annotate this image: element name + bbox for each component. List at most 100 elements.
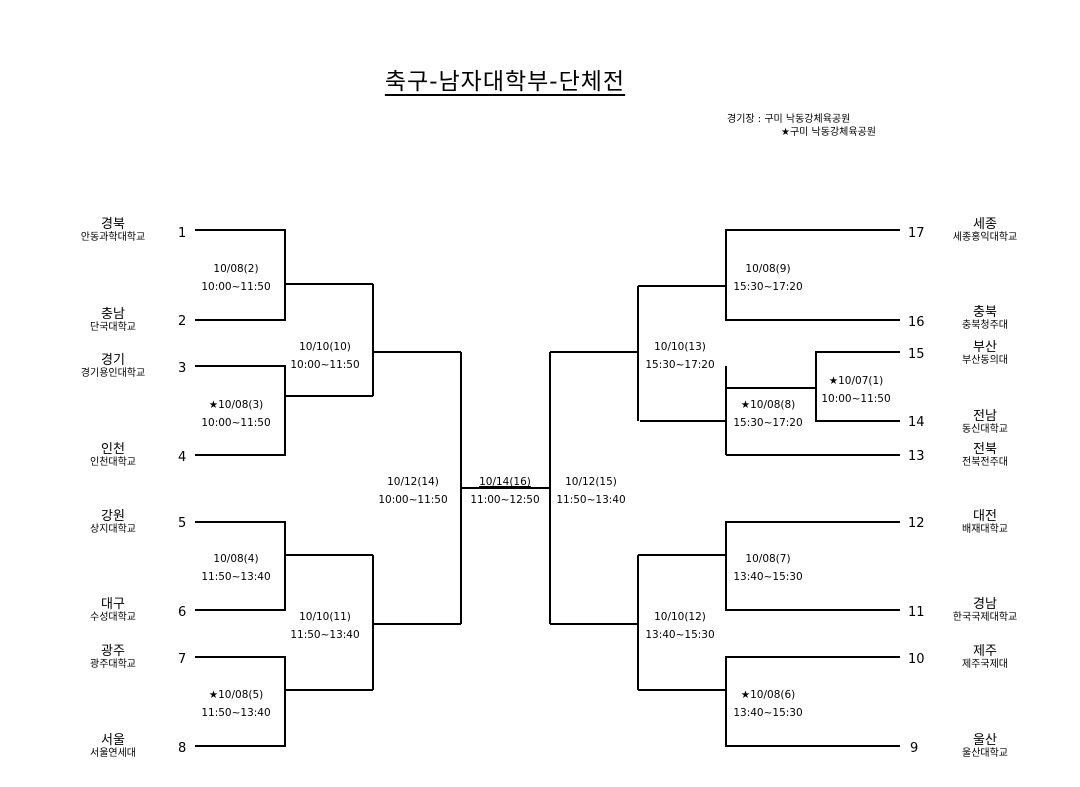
match-label-1: ★10/07(1) 10:00~11:50 — [806, 372, 906, 408]
bracket-m3 — [195, 365, 373, 456]
match-date: 10/12(15) — [565, 476, 617, 488]
bracket-m11 — [372, 555, 461, 690]
match-time: 10:00~11:50 — [290, 359, 360, 371]
team-school: 부산동의대 — [962, 355, 1008, 366]
seed-number: 15 — [908, 347, 925, 362]
team-school: 세종홍익대학교 — [952, 232, 1018, 243]
match-label-7: 10/08(7) 13:40~15:30 — [718, 550, 818, 586]
match-time: 10:00~11:50 — [201, 281, 271, 293]
match-date: 10/10(12) — [654, 611, 706, 623]
match-label-2: 10/08(2) 10:00~11:50 — [186, 260, 286, 296]
team-region: 전북 — [973, 442, 997, 457]
team-left-7: 광주 광주대학교 — [58, 645, 168, 671]
seed-number: 12 — [908, 516, 925, 531]
match-time: 11:50~13:40 — [201, 571, 271, 583]
seed-number: 14 — [908, 415, 925, 430]
team-region: 제주 — [973, 644, 997, 659]
team-region: 대구 — [101, 597, 125, 612]
venue-line-2: ★구미 낙동강체육공원 — [781, 127, 876, 138]
match-label-16: 10/14(16) 11:00~12:50 — [455, 473, 555, 509]
match-time: 15:30~17:20 — [733, 417, 803, 429]
match-label-6: ★10/08(6) 13:40~15:30 — [718, 686, 818, 722]
team-right-13: 전북 전북전주대 — [930, 443, 1040, 469]
match-label-5: ★10/08(5) 11:50~13:40 — [186, 686, 286, 722]
match-label-4: 10/08(4) 11:50~13:40 — [186, 550, 286, 586]
team-school: 광주대학교 — [90, 659, 136, 670]
bracket-m8 — [640, 366, 900, 456]
seed-number: 10 — [908, 652, 925, 667]
match-label-11: 10/10(11) 11:50~13:40 — [275, 608, 375, 644]
seed-number: 2 — [178, 314, 187, 329]
match-label-8: ★10/08(8) 15:30~17:20 — [718, 396, 818, 432]
team-right-9: 울산 울산대학교 — [930, 734, 1040, 760]
seed-number: 13 — [908, 449, 925, 464]
team-school: 단국대학교 — [90, 322, 136, 333]
match-date: 10/10(11) — [299, 611, 351, 623]
team-right-12: 대전 배재대학교 — [930, 510, 1040, 536]
match-label-3: ★10/08(3) 10:00~11:50 — [186, 396, 286, 432]
match-time: 15:30~17:20 — [733, 281, 803, 293]
bracket-m2 — [195, 229, 373, 321]
match-time: 11:00~12:50 — [470, 494, 540, 506]
team-left-8: 서울 서울연세대 — [58, 734, 168, 760]
match-date: 10/08(4) — [213, 553, 259, 565]
match-time: 10:00~11:50 — [821, 393, 891, 405]
match-date: ★10/08(3) — [208, 399, 264, 411]
match-time: 11:50~13:40 — [556, 494, 626, 506]
match-time: 13:40~15:30 — [733, 707, 803, 719]
team-region: 경기 — [101, 353, 125, 368]
seed-number: 8 — [178, 741, 187, 756]
team-school: 배재대학교 — [962, 524, 1008, 535]
team-school: 경기용인대학교 — [80, 368, 146, 379]
match-time: 13:40~15:30 — [733, 571, 803, 583]
match-date: 10/10(10) — [299, 341, 351, 353]
bracket-m13 — [550, 286, 639, 421]
team-region: 대전 — [973, 509, 997, 524]
bracket-m10 — [372, 284, 461, 396]
team-right-11: 경남 한국국제대학교 — [930, 598, 1040, 624]
team-region: 울산 — [973, 733, 997, 748]
match-label-12: 10/10(12) 13:40~15:30 — [630, 608, 730, 644]
team-right-17: 세종 세종홍익대학교 — [930, 218, 1040, 244]
match-date: 10/08(2) — [213, 263, 259, 275]
match-label-15: 10/12(15) 11:50~13:40 — [541, 473, 641, 509]
bracket-m1 — [726, 351, 900, 422]
match-time: 15:30~17:20 — [645, 359, 715, 371]
team-school: 제주국제대 — [962, 659, 1008, 670]
seed-number: 5 — [178, 516, 187, 531]
team-region: 강원 — [101, 509, 125, 524]
team-left-6: 대구 수성대학교 — [58, 598, 168, 624]
team-region: 전남 — [973, 409, 997, 424]
match-label-14: 10/12(14) 10:00~11:50 — [363, 473, 463, 509]
team-school: 충북청주대 — [962, 320, 1008, 331]
seed-number: 6 — [178, 605, 187, 620]
match-date: ★10/08(6) — [740, 689, 796, 701]
team-region: 부산 — [973, 340, 997, 355]
team-left-2: 충남 단국대학교 — [58, 308, 168, 334]
bracket-m5 — [195, 656, 373, 747]
match-date: 10/14(16) — [479, 476, 531, 488]
team-school: 서울연세대 — [90, 748, 136, 759]
match-time: 10:00~11:50 — [378, 494, 448, 506]
team-region: 충남 — [101, 307, 125, 322]
team-school: 상지대학교 — [90, 524, 136, 535]
team-school: 인천대학교 — [90, 457, 136, 468]
team-school: 한국국제대학교 — [952, 612, 1018, 623]
team-school: 수성대학교 — [90, 612, 136, 623]
team-right-15: 부산 부산동의대 — [930, 341, 1040, 367]
seed-number: 17 — [908, 226, 925, 241]
match-time: 11:50~13:40 — [201, 707, 271, 719]
team-left-5: 강원 상지대학교 — [58, 510, 168, 536]
venue-line-1: 경기장 : 구미 낙동강체육공원 — [727, 114, 851, 125]
match-date: 10/10(13) — [654, 341, 706, 353]
team-region: 경남 — [973, 597, 997, 612]
bracket-m12 — [550, 555, 639, 690]
match-date: 10/08(7) — [745, 553, 791, 565]
team-region: 경북 — [101, 217, 125, 232]
team-school: 안동과학대학교 — [80, 232, 146, 243]
team-region: 인천 — [101, 442, 125, 457]
bracket-m14 — [460, 352, 550, 624]
seed-number: 11 — [908, 605, 925, 620]
team-school: 동신대학교 — [962, 424, 1008, 435]
